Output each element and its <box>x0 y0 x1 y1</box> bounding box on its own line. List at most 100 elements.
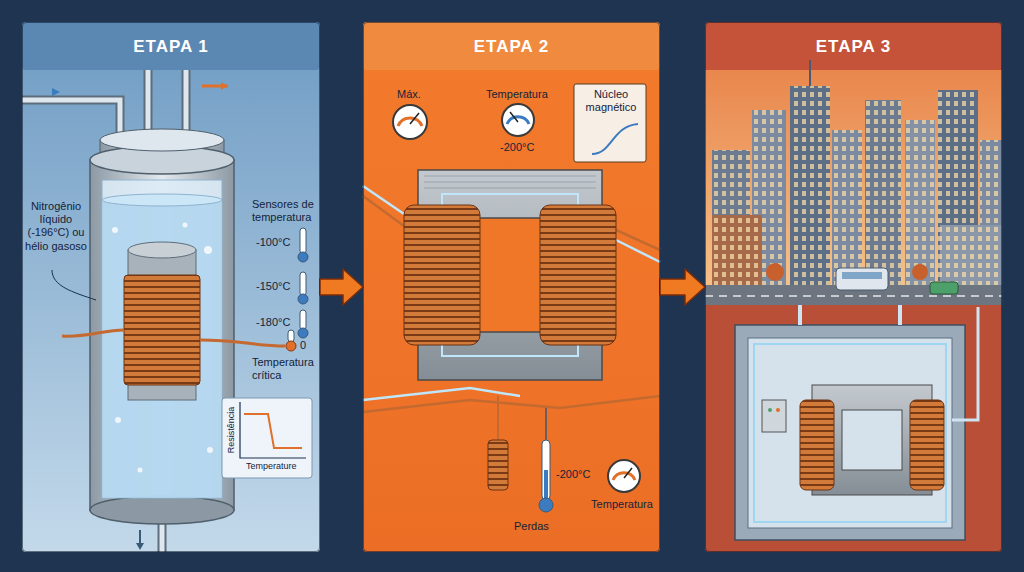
underground <box>705 305 1002 552</box>
temperature-value: -200°C <box>556 468 590 481</box>
core-chart <box>574 84 646 162</box>
transformer <box>842 410 902 470</box>
cryostat <box>183 223 188 228</box>
sensor-label: Sensores de temperatura <box>252 198 318 224</box>
core-chart <box>574 84 646 162</box>
building <box>790 86 830 285</box>
coolant-label: Nitrogênio líquido (-196°C) ou hélio gas… <box>23 200 89 253</box>
chart-label: Núcleo magnético <box>579 88 643 114</box>
coil <box>62 330 124 336</box>
gauge <box>624 468 632 478</box>
pipe <box>22 70 228 552</box>
resistance-graph <box>244 414 302 448</box>
building <box>712 60 1002 285</box>
wire <box>616 230 660 250</box>
panel-ground <box>22 22 320 70</box>
coil <box>128 242 196 258</box>
wire <box>363 196 404 226</box>
coil <box>200 340 285 346</box>
wire <box>363 388 520 400</box>
winding <box>488 440 508 490</box>
thermometer <box>298 294 308 304</box>
gauge <box>608 460 640 492</box>
cryostat <box>100 129 224 151</box>
gauge <box>502 104 534 136</box>
gauge-label: Temperatura <box>587 498 657 511</box>
pipe <box>136 543 144 550</box>
panel-ground <box>363 22 660 70</box>
thermometer <box>539 498 553 512</box>
thermometer <box>542 440 550 500</box>
panel-title: ETAPA 3 <box>816 37 892 57</box>
building <box>809 60 811 86</box>
panel-ground <box>22 22 1002 552</box>
transformer <box>910 400 944 490</box>
wire <box>545 408 547 440</box>
underground <box>762 400 786 432</box>
gauge-label: Temperatura <box>486 88 548 101</box>
pipe <box>160 524 165 552</box>
pipe <box>221 82 228 90</box>
cryostat <box>90 496 234 524</box>
transformer-core <box>424 176 596 188</box>
resistance-graph <box>222 398 312 478</box>
winding <box>404 205 480 345</box>
building <box>832 130 862 285</box>
underground <box>952 307 978 420</box>
thermometer <box>288 330 294 342</box>
panel-ground <box>363 22 660 552</box>
pipe <box>52 88 60 96</box>
underground <box>776 408 780 412</box>
building <box>712 215 762 285</box>
thermometer <box>300 228 306 254</box>
building <box>865 100 901 285</box>
cryostat <box>138 468 143 473</box>
panel-title: ETAPA 2 <box>474 37 550 57</box>
city-sky <box>705 70 1002 300</box>
thermometer <box>298 328 308 338</box>
cryostat <box>207 447 213 453</box>
leader-line <box>52 270 96 300</box>
panel-header: ETAPA 3 <box>706 23 1001 71</box>
gauge <box>393 105 427 139</box>
resistance-graph <box>240 402 306 458</box>
core-chart <box>592 124 638 154</box>
street <box>842 272 882 279</box>
thermometer <box>300 272 306 296</box>
gauge <box>398 118 422 126</box>
street <box>705 268 1002 307</box>
panel-ground <box>705 66 1002 70</box>
cryostat <box>102 194 222 206</box>
axis-label: Resistência <box>226 407 237 454</box>
axis-label: Temperature <box>246 461 297 472</box>
underground <box>748 338 952 528</box>
thermometer <box>298 252 308 262</box>
critical-temperature-label: Temperatura crítica <box>252 356 318 382</box>
panel-header: ETAPA 1 <box>23 23 319 71</box>
gauge-label: Máx. <box>397 88 421 101</box>
temperature-value: -200°C <box>500 141 534 154</box>
gauge <box>410 113 419 124</box>
transformer <box>800 400 834 490</box>
transformer <box>800 385 944 495</box>
wire <box>363 186 660 440</box>
street <box>930 282 958 294</box>
building <box>912 264 928 280</box>
winding <box>404 205 616 490</box>
thermometer <box>539 440 553 512</box>
gauge <box>613 473 635 480</box>
underground <box>735 325 965 540</box>
wire <box>497 396 499 440</box>
cryostat <box>102 200 222 498</box>
temperature-value: -180°C <box>256 316 290 329</box>
leader-line <box>52 270 96 300</box>
loss-label: Perdas <box>514 520 549 533</box>
building <box>905 120 935 285</box>
gauge <box>507 117 529 124</box>
underground <box>768 408 772 412</box>
gauge <box>510 112 518 122</box>
stage-panel: ETAPA 3 <box>705 22 1002 552</box>
building <box>790 86 830 285</box>
